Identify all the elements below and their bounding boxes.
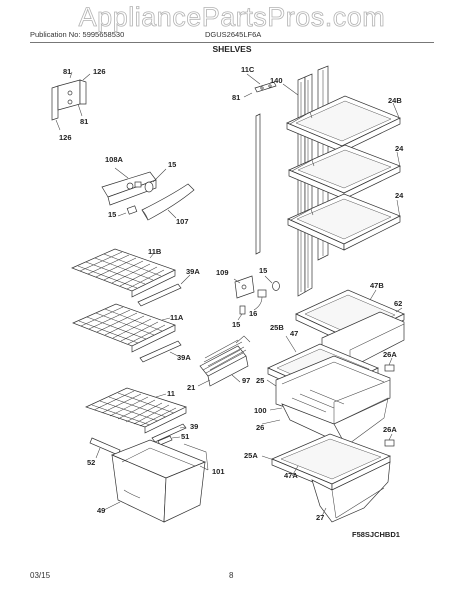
callout-81-c: 81	[232, 93, 240, 102]
callout-140: 140	[270, 76, 283, 85]
shelf-clip-part	[243, 73, 277, 98]
model-number: DGUS2645LF6A	[205, 30, 262, 39]
callout-52: 52	[87, 458, 95, 467]
callout-39a-1: 39A	[186, 267, 200, 276]
watermark: AppliancePartsPros.com	[78, 2, 386, 33]
wire-shelf-11b	[71, 248, 176, 298]
header-rule	[30, 42, 434, 43]
socket-part	[117, 205, 138, 217]
clip-26a-1	[384, 357, 395, 372]
callout-15-a: 15	[168, 160, 176, 169]
callout-126-a: 126	[93, 67, 106, 76]
callout-101: 101	[212, 467, 225, 476]
callout-81-b: 81	[80, 117, 88, 126]
callout-16: 16	[249, 309, 257, 318]
light-lens-part	[141, 183, 195, 221]
callout-39: 39	[190, 422, 198, 431]
drawer-frame-25	[266, 355, 391, 425]
callout-11: 11	[167, 389, 175, 398]
glass-shelf-24c	[287, 193, 401, 251]
callout-47: 47	[290, 329, 298, 338]
callout-25: 25	[256, 376, 264, 385]
socket-16	[253, 289, 267, 311]
light-housing-part	[101, 167, 157, 206]
damper-97	[197, 335, 251, 387]
callout-126-b: 126	[59, 133, 72, 142]
callout-24-c: 24	[395, 191, 404, 200]
callout-100: 100	[254, 406, 267, 415]
callout-21: 21	[187, 383, 195, 392]
publication-number: Publication No: 5995658530	[30, 30, 125, 39]
callout-109: 109	[216, 268, 229, 277]
callout-25a: 25A	[244, 451, 258, 460]
footer-date: 03/15	[30, 571, 51, 580]
callout-15-d: 15	[232, 320, 240, 329]
bracket-109	[233, 275, 255, 299]
diagram-code: F58SJCHBD1	[352, 530, 400, 539]
callout-47b: 47B	[370, 281, 384, 290]
callout-11a: 11A	[170, 313, 184, 322]
callout-24b: 24B	[388, 96, 402, 105]
callout-25b: 25B	[270, 323, 284, 332]
clip-26a-2	[384, 433, 395, 447]
callout-97: 97	[242, 376, 250, 385]
page-title: SHELVES	[212, 44, 252, 54]
shelf-front-39	[151, 423, 187, 443]
drawer-27	[311, 461, 391, 523]
callout-107: 107	[176, 217, 189, 226]
drawer-cover-101	[183, 443, 209, 471]
callout-39a-2: 39A	[177, 353, 191, 362]
callout-49: 49	[97, 506, 105, 515]
callout-81-a: 81	[63, 67, 71, 76]
shelf-trim-39a-1	[137, 274, 191, 307]
shelf-bracket-part	[51, 71, 91, 131]
drawer-49	[103, 439, 206, 523]
callout-15-c: 15	[259, 266, 267, 275]
callout-62: 62	[394, 299, 402, 308]
light-bulb-part	[144, 168, 167, 193]
vertical-trim-part	[255, 113, 261, 255]
footer-page-number: 8	[229, 571, 234, 580]
callout-24-a: 24	[395, 144, 404, 153]
divider-26	[261, 419, 281, 425]
glass-shelf-24b	[286, 95, 401, 153]
callout-47a: 47A	[284, 471, 298, 480]
wire-shelf-11a	[72, 303, 176, 353]
callout-26a-1: 26A	[383, 350, 397, 359]
callout-15-b: 15	[108, 210, 116, 219]
callout-26: 26	[256, 423, 264, 432]
callout-51: 51	[181, 432, 189, 441]
callout-108a: 108A	[105, 155, 124, 164]
glass-shelf-24a	[288, 144, 401, 200]
callout-26a-2: 26A	[383, 425, 397, 434]
bulb-15-c	[264, 275, 280, 291]
connector-15-d	[237, 305, 246, 321]
callout-27: 27	[316, 513, 324, 522]
callout-11c: 11C	[241, 65, 255, 74]
callout-11b: 11B	[148, 247, 162, 256]
shelf-trim-39a-2	[139, 340, 182, 363]
wire-shelf-11	[85, 387, 187, 434]
